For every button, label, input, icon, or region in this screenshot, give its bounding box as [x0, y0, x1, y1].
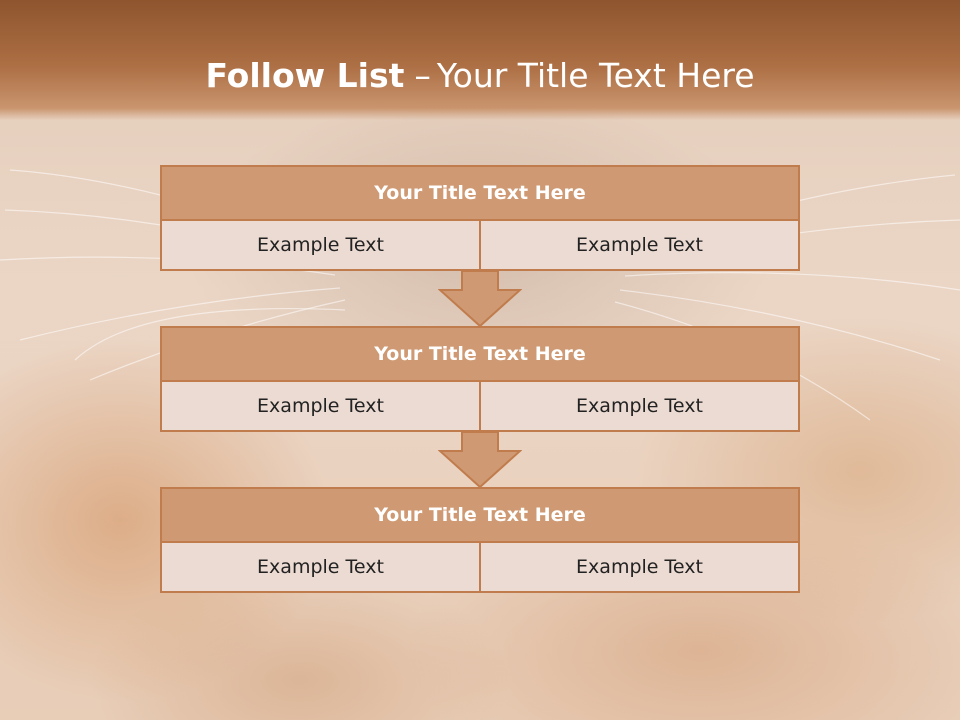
step-row: Example Text Example Text — [160, 221, 800, 271]
step-right-text: Example Text — [479, 221, 798, 269]
title-rest: Your Title Text Here — [436, 56, 755, 95]
step-left-text: Example Text — [257, 234, 384, 256]
step-title: Your Title Text Here — [160, 326, 800, 382]
step-left-text: Example Text — [257, 556, 384, 578]
down-arrow-icon — [438, 270, 522, 328]
slide-title: Follow List–Your Title Text Here — [0, 56, 960, 96]
step-title: Your Title Text Here — [160, 165, 800, 221]
step-right-text: Example Text — [479, 543, 798, 591]
title-dash: – — [414, 56, 431, 95]
step-block-2: Your Title Text Here Example Text Exampl… — [160, 326, 800, 432]
step-right-text: Example Text — [479, 382, 798, 430]
step-row: Example Text Example Text — [160, 382, 800, 432]
step-block-3: Your Title Text Here Example Text Exampl… — [160, 487, 800, 593]
step-title: Your Title Text Here — [160, 487, 800, 543]
step-block-1: Your Title Text Here Example Text Exampl… — [160, 165, 800, 271]
step-left-text: Example Text — [257, 395, 384, 417]
down-arrow-icon — [438, 431, 522, 489]
title-bold: Follow List — [205, 56, 405, 95]
title-banner — [0, 0, 960, 120]
step-row: Example Text Example Text — [160, 543, 800, 593]
